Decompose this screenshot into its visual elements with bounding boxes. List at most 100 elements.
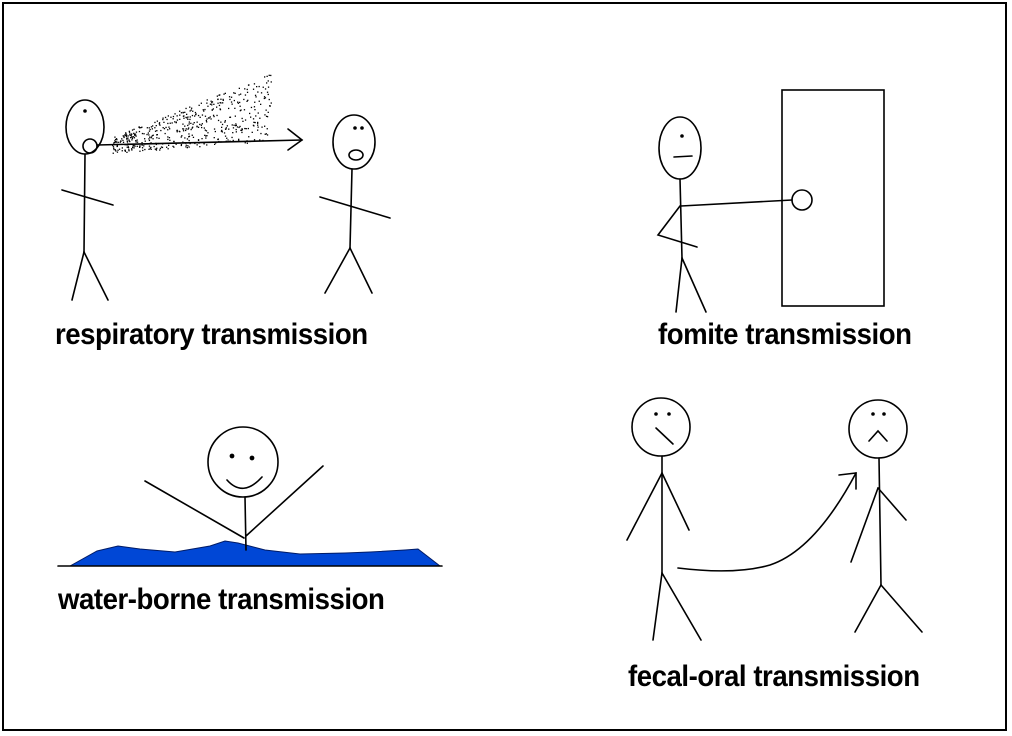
droplet (244, 109, 245, 110)
droplet (192, 127, 193, 128)
door-knob (792, 190, 812, 210)
droplet (158, 138, 159, 139)
coughing-person (62, 100, 113, 300)
droplet (204, 143, 205, 144)
droplet (137, 142, 138, 143)
droplet (152, 128, 153, 129)
droplet (245, 142, 246, 143)
droplet (214, 144, 215, 145)
open-mouth (349, 150, 363, 160)
droplet (134, 137, 135, 138)
droplet (219, 105, 220, 106)
droplet (216, 115, 217, 116)
droplet (210, 104, 211, 105)
droplet (218, 120, 219, 121)
droplet (186, 145, 187, 146)
droplet (134, 146, 135, 147)
droplet (206, 121, 207, 122)
droplet (201, 103, 202, 104)
droplet (229, 99, 230, 100)
droplet (257, 130, 258, 131)
droplet (122, 150, 123, 151)
droplet (248, 136, 249, 137)
head (659, 117, 701, 179)
respiratory-caption: respiratory transmission (55, 318, 368, 352)
droplet (187, 119, 188, 120)
droplet (194, 115, 195, 116)
droplet (217, 103, 218, 104)
droplet (136, 132, 137, 133)
droplet (232, 104, 233, 105)
droplet (258, 127, 259, 128)
droplet (117, 146, 118, 147)
droplet (199, 146, 200, 147)
droplet (254, 109, 255, 110)
droplet (260, 133, 261, 134)
droplet (201, 127, 202, 128)
droplet (116, 139, 117, 140)
droplet (267, 116, 268, 117)
droplet (152, 125, 153, 126)
droplet (170, 117, 171, 118)
droplet (232, 132, 233, 133)
droplet (197, 144, 198, 145)
droplet (204, 127, 205, 128)
droplet (159, 123, 160, 124)
droplet (172, 146, 173, 147)
droplet (251, 107, 252, 108)
droplet (264, 98, 265, 99)
droplet (121, 138, 122, 139)
droplet (198, 127, 199, 128)
droplet (145, 141, 146, 142)
droplet (261, 127, 262, 128)
open-mouth (83, 139, 97, 153)
droplet (139, 145, 140, 146)
droplet (132, 129, 133, 130)
droplet (129, 132, 130, 133)
droplet (179, 115, 180, 116)
droplet (184, 112, 185, 113)
droplet (242, 121, 243, 122)
droplet (211, 102, 212, 103)
water (70, 541, 440, 566)
droplet (181, 135, 182, 136)
droplet (223, 99, 224, 100)
droplet (128, 135, 129, 136)
droplet (255, 122, 256, 123)
droplet (137, 146, 138, 147)
droplet (169, 128, 170, 129)
droplet (148, 134, 149, 135)
droplet (231, 137, 232, 138)
droplet (255, 96, 256, 97)
droplet (254, 102, 255, 103)
droplet (244, 88, 245, 89)
droplet (185, 117, 186, 118)
droplet (160, 148, 161, 149)
droplet (210, 116, 211, 117)
droplet (214, 128, 215, 129)
droplet (128, 150, 129, 151)
droplet (166, 147, 167, 148)
droplet (228, 129, 229, 130)
droplet (207, 99, 208, 100)
droplet (224, 122, 225, 123)
swimming-person (145, 427, 323, 550)
droplet (184, 126, 185, 127)
droplet (187, 145, 188, 146)
droplet (205, 116, 206, 117)
droplet (253, 122, 254, 123)
droplet (122, 147, 123, 148)
droplet (162, 147, 163, 148)
droplet (186, 128, 187, 129)
droplet (124, 150, 125, 151)
door (782, 90, 884, 306)
droplet (190, 110, 191, 111)
droplet (132, 138, 133, 139)
droplet (235, 93, 236, 94)
droplet (228, 108, 229, 109)
droplet (189, 107, 190, 108)
waterborne-caption: water-borne transmission (58, 583, 384, 617)
droplet (113, 149, 114, 150)
droplet (142, 150, 143, 151)
droplet (217, 96, 218, 97)
